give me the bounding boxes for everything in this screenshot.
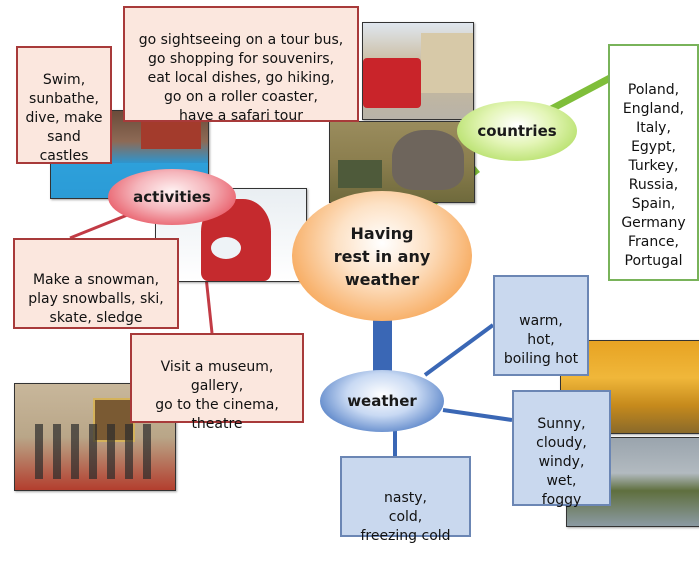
countries-list-box: Poland, England, Italy, Egypt, Turkey, R… xyxy=(608,44,699,281)
weather-node: weather xyxy=(320,370,444,432)
countries-list-text: Poland, England, Italy, Egypt, Turkey, R… xyxy=(621,82,686,269)
warm-weather-box: warm, hot, boiling hot xyxy=(493,275,589,376)
sightseeing-activities-text: go sightseeing on a tour bus, go shoppin… xyxy=(138,32,344,124)
tour-bus-photo xyxy=(362,22,474,120)
winter-activities-text: Make a snowman, play snowballs, ski, ska… xyxy=(28,272,164,326)
safari-photo xyxy=(329,121,475,203)
beach-activities-text: Swim, sunbathe, dive, make sand castles xyxy=(25,72,103,164)
cold-weather-text: nasty, cold, freezing cold xyxy=(360,490,451,544)
winter-activities-box: Make a snowman, play snowballs, ski, ska… xyxy=(13,238,179,329)
culture-activities-box: Visit a museum, gallery, go to the cinem… xyxy=(130,333,304,432)
countries-node: countries xyxy=(457,101,577,161)
center-node: Having rest in any weather xyxy=(292,191,472,321)
mild-weather-box: Sunny, cloudy, windy, wet, foggy xyxy=(512,390,611,508)
activities-node-label: activities xyxy=(133,188,211,206)
beach-activities-box: Swim, sunbathe, dive, make sand castles xyxy=(16,46,112,164)
countries-node-label: countries xyxy=(477,122,557,140)
mild-weather-text: Sunny, cloudy, windy, wet, foggy xyxy=(536,416,587,508)
connector-center-weather xyxy=(373,315,392,375)
center-node-label: Having rest in any weather xyxy=(333,223,431,289)
culture-activities-text: Visit a museum, gallery, go to the cinem… xyxy=(155,359,279,432)
warm-weather-text: warm, hot, boiling hot xyxy=(503,313,579,367)
cold-weather-box: nasty, cold, freezing cold xyxy=(340,456,471,544)
sightseeing-activities-box: go sightseeing on a tour bus, go shoppin… xyxy=(123,6,359,124)
activities-node: activities xyxy=(108,169,236,225)
weather-node-label: weather xyxy=(347,392,417,410)
